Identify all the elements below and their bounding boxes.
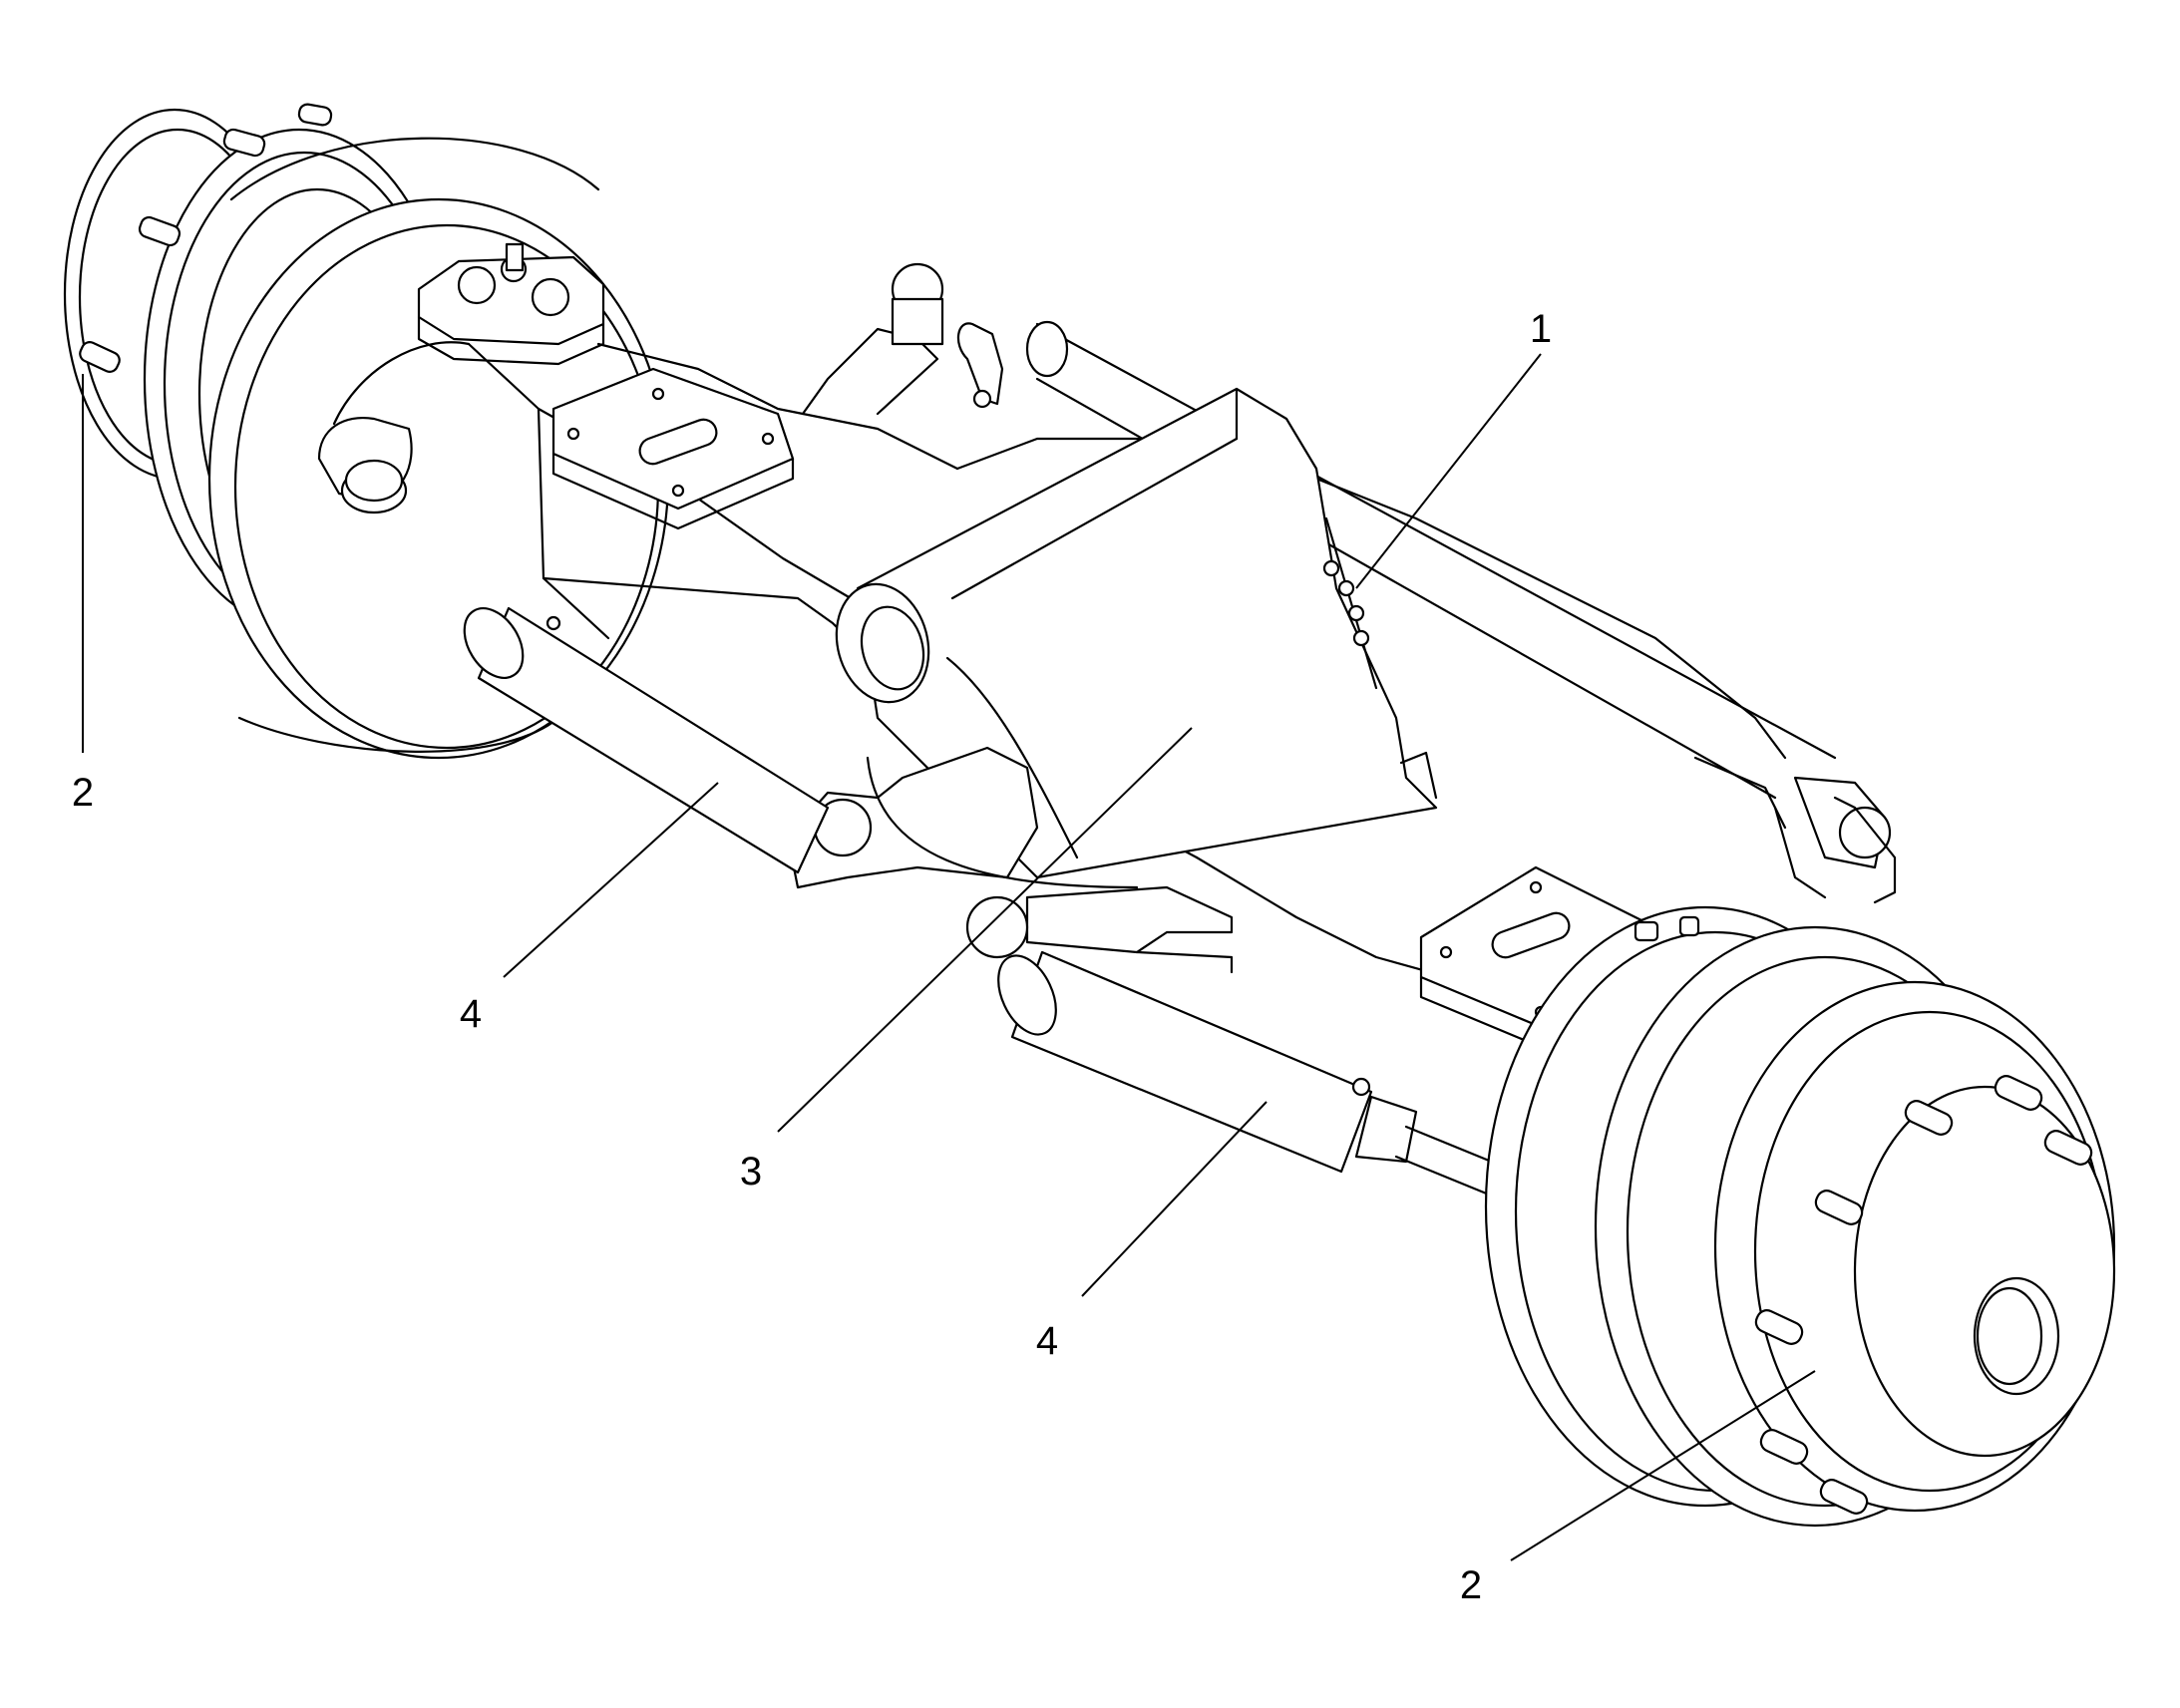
leader-3 — [777, 727, 1193, 1133]
callout-4-right: 4 — [1036, 1319, 1058, 1363]
leader-4-left — [503, 782, 719, 978]
right-wheel-studs — [1754, 1075, 2093, 1515]
leader-2-right — [1510, 1370, 1816, 1561]
lower-frame — [786, 746, 1234, 974]
callout-2-left: 2 — [72, 771, 94, 815]
callout-3: 3 — [740, 1150, 762, 1194]
leader-4-right — [1081, 1101, 1268, 1297]
left-steering-knuckle — [317, 242, 605, 514]
callout-2-right: 2 — [1460, 1563, 1482, 1607]
right-knuckle-bolts — [1322, 559, 1700, 942]
left-spring-pad — [551, 367, 795, 530]
callout-1: 1 — [1530, 307, 1552, 351]
callout-4-left: 4 — [460, 992, 482, 1036]
left-wheel-studs — [79, 103, 333, 373]
left-steering-cylinder — [463, 606, 830, 874]
leader-1 — [1355, 353, 1542, 589]
callout-leaders — [82, 353, 1816, 1561]
right-wheel-hub — [1484, 905, 2116, 1528]
callout-labels: 1 2 2 3 4 4 — [72, 307, 1552, 1607]
